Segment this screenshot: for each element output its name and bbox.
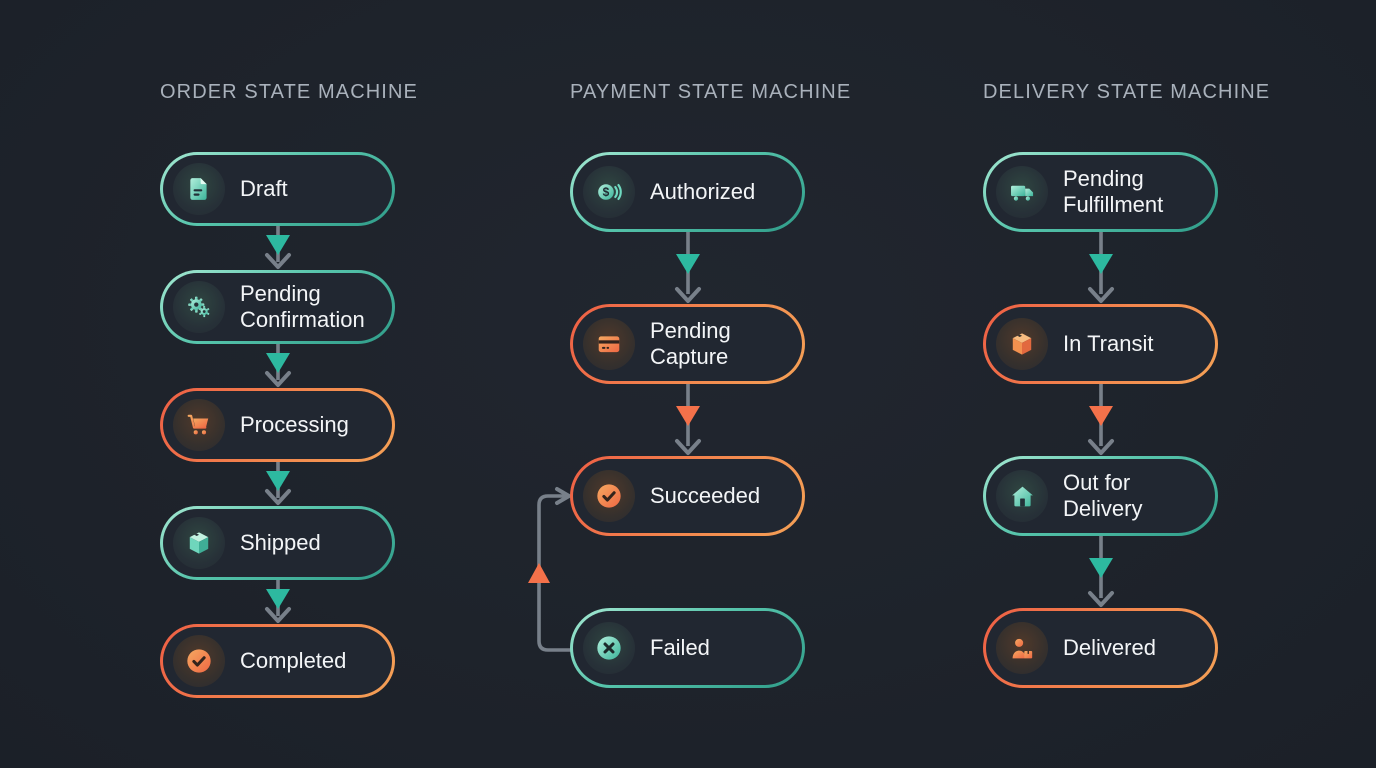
state-label: Delivered — [1063, 635, 1156, 661]
state-label: Shipped — [240, 530, 321, 556]
state-node-draft: Draft — [160, 152, 395, 226]
gears-icon — [173, 281, 225, 333]
state-node-failed: Failed — [570, 608, 805, 688]
state-label: Draft — [240, 176, 288, 202]
column-title-delivery: DELIVERY STATE MACHINE — [983, 81, 1271, 103]
check-circle-icon — [583, 470, 635, 522]
state-node-succeeded: Succeeded — [570, 456, 805, 536]
file-text-icon — [173, 163, 225, 215]
state-label: Authorized — [650, 179, 756, 205]
state-label: Completed — [240, 648, 347, 674]
transition-arrow-down — [674, 232, 701, 303]
state-label: Pending Capture — [650, 318, 731, 369]
state-node-pending-fulfillment: Pending Fulfillment — [983, 152, 1218, 232]
delivery-state-machine-column: DELIVERY STATE MACHINE Pending Fulfillme… — [983, 80, 1271, 688]
state-node-out-for-delivery: Out for Delivery — [983, 456, 1218, 536]
credit-card-icon — [583, 318, 635, 370]
transition-arrow-down — [674, 384, 701, 455]
state-label: Succeeded — [650, 483, 761, 509]
shopping-cart-icon — [173, 399, 225, 451]
check-circle-icon — [173, 635, 225, 687]
order-state-machine-column: ORDER STATE MACHINE Draft — [160, 80, 418, 698]
state-node-shipped: Shipped — [160, 506, 395, 580]
transition-arrow-down — [264, 226, 291, 269]
person-package-icon — [996, 622, 1048, 674]
payment-state-machine-column: PAYMENT STATE MACHINE $ — [528, 80, 852, 688]
transition-arrow-down — [264, 580, 291, 623]
state-label: Failed — [650, 635, 710, 661]
state-node-in-transit: In Transit — [983, 304, 1218, 384]
state-label: Out for Delivery — [1063, 470, 1143, 521]
state-node-pending-capture: Pending Capture — [570, 304, 805, 384]
coins-icon: $ — [583, 166, 635, 218]
transition-arrow-down — [1087, 232, 1114, 303]
state-node-pending-confirmation: Pending Confirmation — [160, 270, 395, 344]
x-circle-icon — [583, 622, 635, 674]
state-label: In Transit — [1063, 331, 1154, 357]
home-icon — [996, 470, 1048, 522]
state-label: Processing — [240, 412, 349, 438]
package-box-icon — [173, 517, 225, 569]
column-title-order: ORDER STATE MACHINE — [160, 81, 418, 103]
state-node-authorized: $ Authorized — [570, 152, 805, 232]
transition-arrow-down — [1087, 384, 1114, 455]
delivery-truck-icon — [996, 166, 1048, 218]
state-label: Pending Fulfillment — [1063, 166, 1164, 217]
state-node-processing: Processing — [160, 388, 395, 462]
state-node-delivered: Delivered — [983, 608, 1218, 688]
transition-arrow-down — [1087, 536, 1114, 607]
retry-loop-arrow — [528, 487, 578, 652]
state-label: Pending Confirmation — [240, 281, 365, 332]
column-title-payment: PAYMENT STATE MACHINE — [570, 81, 852, 103]
transition-arrow-down — [264, 344, 291, 387]
svg-text:$: $ — [603, 185, 610, 199]
package-box-icon — [996, 318, 1048, 370]
state-node-completed: Completed — [160, 624, 395, 698]
transition-arrow-down — [264, 462, 291, 505]
